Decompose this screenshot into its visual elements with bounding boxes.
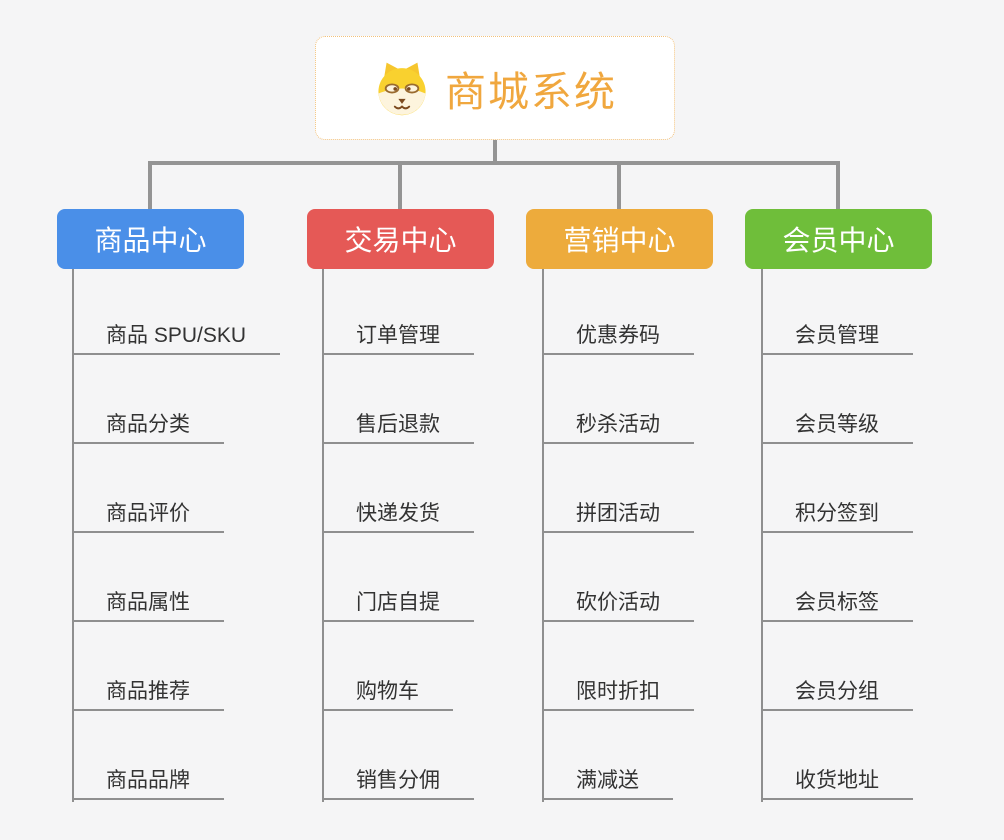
tree-item[interactable]: 会员管理 — [761, 325, 913, 355]
trunk-line-member — [761, 269, 763, 802]
tree-item[interactable]: 会员等级 — [761, 414, 913, 444]
tree-item[interactable]: 订单管理 — [322, 325, 474, 355]
tree-item[interactable]: 优惠券码 — [542, 325, 694, 355]
trunk-line-trade — [322, 269, 324, 802]
tree-item[interactable]: 销售分佣 — [322, 770, 474, 800]
connector-root-stub — [493, 140, 497, 165]
trunk-line-marketing — [542, 269, 544, 802]
tree-item[interactable]: 商品 SPU/SKU — [72, 325, 281, 355]
root-title: 商城系统 — [445, 69, 617, 115]
branch-marketing-center[interactable]: 营销中心 — [526, 209, 713, 269]
tree-item[interactable]: 商品属性 — [72, 592, 224, 622]
tree-item[interactable]: 拼团活动 — [542, 503, 694, 533]
connector-drop-marketing — [617, 161, 621, 209]
tree-item[interactable]: 会员标签 — [761, 592, 913, 622]
tree-item[interactable]: 售后退款 — [322, 414, 474, 444]
tree-item[interactable]: 购物车 — [322, 681, 453, 711]
tree-item[interactable]: 商品品牌 — [72, 770, 224, 800]
dog-face-icon — [378, 62, 426, 116]
tree-item[interactable]: 商品推荐 — [72, 681, 224, 711]
branch-product-center[interactable]: 商品中心 — [57, 209, 244, 269]
branch-trade-center[interactable]: 交易中心 — [307, 209, 494, 269]
connector-drop-product — [148, 161, 152, 209]
connector-drop-trade — [398, 161, 402, 209]
tree-item[interactable]: 收货地址 — [761, 770, 913, 800]
root-node[interactable]: 商城系统 — [315, 36, 675, 140]
tree-item[interactable]: 商品评价 — [72, 503, 224, 533]
tree-item[interactable]: 积分签到 — [761, 503, 913, 533]
tree-item[interactable]: 满减送 — [542, 770, 673, 800]
tree-item[interactable]: 商品分类 — [72, 414, 224, 444]
tree-item[interactable]: 砍价活动 — [542, 592, 694, 622]
trunk-line-product — [72, 269, 74, 802]
branch-member-center[interactable]: 会员中心 — [745, 209, 932, 269]
connector-horizontal-bar — [148, 161, 840, 165]
connector-drop-member — [836, 161, 840, 209]
tree-item[interactable]: 秒杀活动 — [542, 414, 694, 444]
tree-item[interactable]: 限时折扣 — [542, 681, 694, 711]
tree-item[interactable]: 门店自提 — [322, 592, 474, 622]
tree-item[interactable]: 会员分组 — [761, 681, 913, 711]
tree-item[interactable]: 快递发货 — [322, 503, 474, 533]
